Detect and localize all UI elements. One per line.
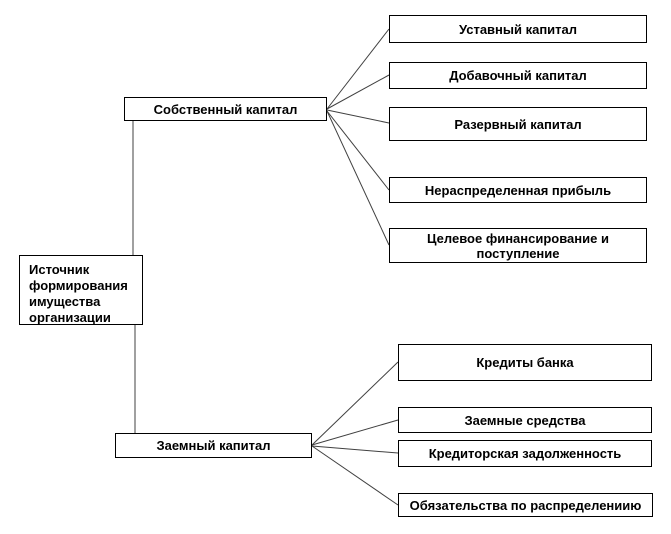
node-charter-capital: Уставный капитал [389, 15, 647, 43]
node-additional-capital: Добавочный капитал [389, 62, 647, 89]
node-borrowed-capital: Заемный капитал [115, 433, 312, 458]
node-reserve-capital: Разервный капитал [389, 107, 647, 141]
connector-borrowed-to-bank-credits [311, 361, 399, 446]
connector-own-to-target-financing [326, 110, 390, 246]
node-distribution-obligations: Обязательства по распределениию [398, 493, 653, 517]
connector-borrowed-to-distribution-obligations [311, 445, 399, 506]
connector-own-to-additional-capital [326, 74, 390, 110]
node-root: Источник формирования имущества организа… [19, 255, 143, 325]
node-bank-credits: Кредиты банка [398, 344, 652, 381]
connector-own-to-reserve-capital [326, 109, 390, 124]
node-target-financing: Целевое финансирование и поступление [389, 228, 647, 263]
connector-borrowed-to-borrowed-funds [311, 419, 399, 446]
connector-group [132, 28, 399, 506]
node-accounts-payable: Кредиторская задолженность [398, 440, 652, 467]
connector-own-to-retained-earnings [326, 110, 390, 191]
connector-borrowed-to-accounts-payable [311, 445, 399, 454]
connector-own-to-charter-capital [326, 28, 390, 110]
node-retained-earnings: Нераспределенная прибыль [389, 177, 647, 203]
node-borrowed-funds: Заемные средства [398, 407, 652, 433]
node-own-capital: Собственный капитал [124, 97, 327, 121]
